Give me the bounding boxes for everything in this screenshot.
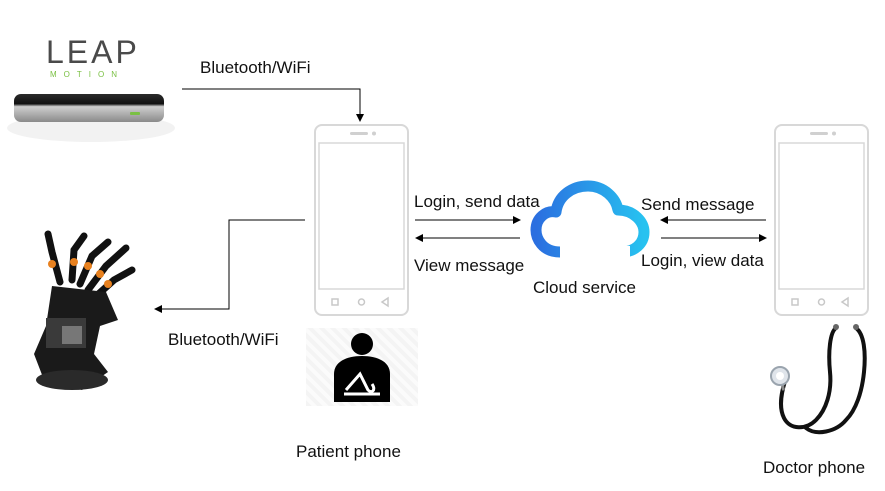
arrow-patient-to-hand — [154, 219, 305, 313]
label-patient-phone: Patient phone — [296, 442, 401, 461]
label-view-message: View message — [414, 256, 525, 275]
leap-motion-device: LEAP MOTION — [6, 8, 176, 173]
label-doctor-phone: Doctor phone — [763, 458, 866, 477]
label-bluetooth-bottom: Bluetooth/WiFi — [168, 330, 279, 349]
stethoscope-icon — [770, 324, 867, 435]
patient-icon-bg — [306, 328, 418, 406]
robot-hand-icon — [34, 230, 136, 390]
label-send-message: Send message — [641, 195, 755, 214]
label-login-view-data: Login, view data — [641, 251, 764, 270]
label-cloud-service: Cloud service — [533, 278, 636, 297]
leap-logo: LEAP MOTION — [46, 36, 146, 79]
label-bluetooth-top: Bluetooth/WiFi — [200, 58, 311, 77]
patient-phone-icon — [314, 124, 409, 316]
doctor-phone-icon — [774, 124, 869, 316]
cloud-icon — [530, 180, 650, 258]
leap-logo-text: LEAP — [46, 34, 140, 70]
patient-icon — [334, 333, 390, 402]
leap-logo-subtext: MOTION — [50, 70, 124, 79]
leap-controller-icon — [7, 94, 175, 142]
label-login-send-data: Login, send data — [414, 192, 540, 211]
arrow-leap-to-patient — [182, 88, 364, 122]
